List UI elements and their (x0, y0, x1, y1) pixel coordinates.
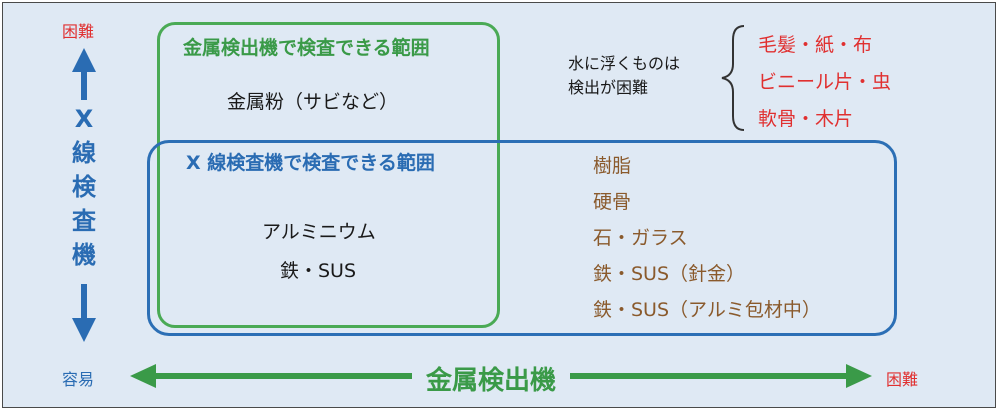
xray-right-item: 鉄・SUS（針金） (593, 263, 746, 285)
xray-right-item: 樹脂 (593, 155, 632, 177)
xray-left-item: 鉄・SUS (280, 260, 357, 282)
y-axis-label: X 線 検 査 機 (66, 102, 102, 272)
y-axis-bottom-label: 容易 (62, 370, 95, 389)
horizontal-arrow-left-head (130, 364, 156, 388)
xray-right-item: 石・ガラス (593, 227, 688, 249)
metal-detector-range-box (157, 22, 500, 328)
horizontal-arrow-right-head (846, 364, 872, 388)
floating-note-line: 検出が困難 (568, 78, 649, 97)
y-axis-top-label: 困難 (62, 22, 95, 41)
y-axis-label-char: 機 (72, 241, 96, 269)
xray-right-item: 鉄・SUS（アルミ包材中） (593, 299, 821, 321)
y-axis-label-char: 検 (72, 173, 96, 201)
metal-powder-item: 金属粉（サビなど） (227, 91, 399, 113)
xray-range-box (147, 140, 897, 336)
xray-range-title: X 線検査機で検査できる範囲 (186, 152, 435, 174)
x-axis-label: 金属検出機 (412, 360, 571, 397)
floating-item: ビニール片・虫 (758, 71, 892, 93)
y-axis-label-char: 線 (72, 139, 96, 167)
floating-note-line: 水に浮くものは (568, 54, 681, 73)
curly-brace (721, 25, 745, 131)
vertical-arrow-down-head (72, 318, 96, 342)
metal-detector-range-title: 金属検出機で検査できる範囲 (183, 37, 430, 59)
floating-item: 毛髪・紙・布 (758, 34, 873, 56)
floating-item: 軟骨・木片 (758, 108, 854, 130)
xray-left-item: アルミニウム (262, 221, 376, 243)
x-axis-right-label: 困難 (886, 370, 919, 389)
xray-right-item: 硬骨 (593, 191, 632, 213)
vertical-arrow-up-head (72, 48, 96, 72)
y-axis-label-char: 査 (72, 207, 96, 235)
y-axis-label-char: X (74, 105, 94, 133)
